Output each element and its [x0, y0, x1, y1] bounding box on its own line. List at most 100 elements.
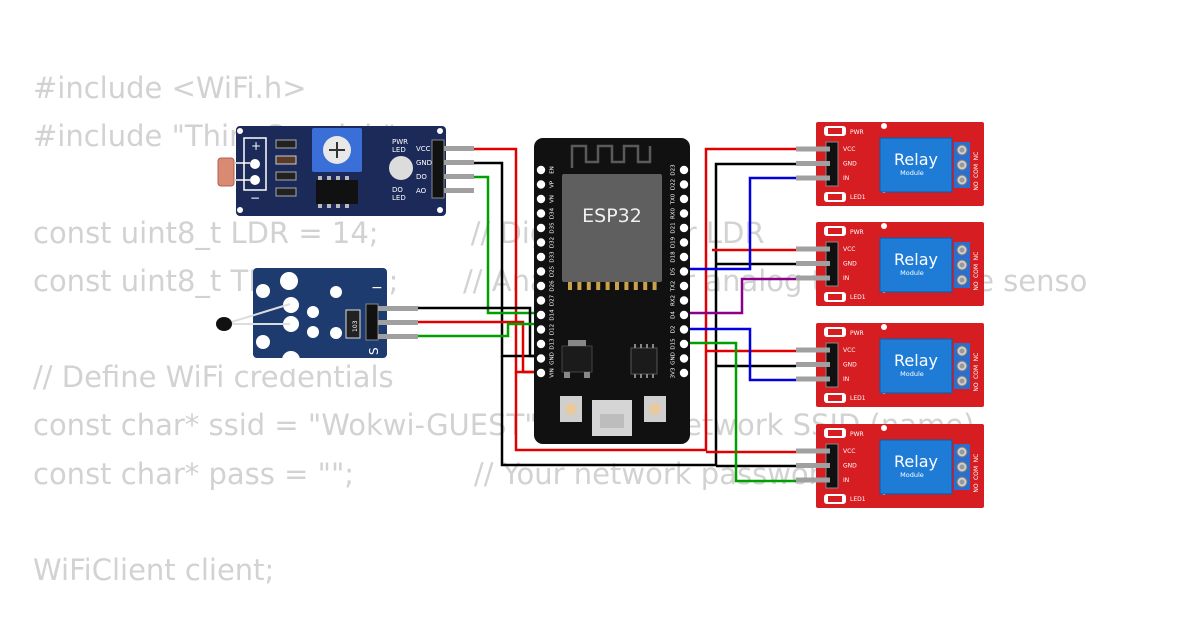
relay-pin-in: IN — [843, 477, 849, 484]
relay-pwr-label: PWR — [850, 431, 864, 438]
relay-terminal-no: NO — [973, 382, 980, 391]
esp32-module — [562, 174, 662, 282]
relay-terminal-no: NO — [973, 181, 980, 190]
esp32-board[interactable]: ESP32 ENVPVND34D35D32D33D25D26D27D14D12D… — [534, 138, 690, 444]
esp32-pin-d14[interactable] — [536, 310, 546, 320]
wire-temp-gnd[interactable] — [418, 306, 540, 358]
esp32-pin-d12[interactable] — [536, 325, 546, 334]
ldr-indicator-led — [389, 156, 413, 180]
esp32-pin-label: D2 — [671, 326, 677, 334]
esp32-pin-3v3[interactable] — [679, 368, 689, 378]
temperature-sensor-module[interactable]: 103 − S — [216, 268, 418, 369]
esp32-pin-vp[interactable] — [536, 180, 546, 189]
relay-pin-gnd: GND — [843, 362, 857, 369]
relay-subtitle: Module — [900, 169, 924, 177]
ldr-pin-do: DO — [416, 173, 427, 181]
esp32-pin-rx2[interactable] — [679, 296, 689, 305]
ldr-mount-hole — [237, 207, 243, 213]
relay-pin-in: IN — [843, 376, 849, 383]
esp32-pin-label: VN — [550, 195, 556, 203]
relay-pin-vcc: VCC — [843, 246, 855, 253]
esp32-pin-d4[interactable] — [679, 310, 689, 320]
wire-relay1-in[interactable] — [684, 176, 796, 271]
relay-terminal-no: NO — [973, 483, 980, 492]
esp32-pin-tx2[interactable] — [679, 281, 689, 291]
ldr-plus-label: + — [251, 139, 261, 153]
ldr-mount-hole — [437, 207, 443, 213]
esp32-pin-label: D21 — [671, 222, 677, 233]
esp32-pin-label: D23 — [671, 164, 677, 176]
code-line: // Define WiFi credentials — [33, 360, 394, 395]
ldr-pin-ao: AO — [416, 187, 427, 195]
esp32-pin-d32[interactable] — [536, 238, 546, 247]
wire-temp-signal[interactable] — [418, 322, 540, 338]
esp32-pin-d35[interactable] — [536, 223, 546, 233]
esp32-pin-d19[interactable] — [679, 238, 689, 247]
wire-ldr-gnd[interactable] — [474, 161, 540, 358]
relay-pin-vcc: VCC — [843, 448, 855, 455]
relay-pin-gnd: GND — [843, 161, 857, 168]
esp32-pin-rx0[interactable] — [679, 209, 689, 218]
esp32-pin-d18[interactable] — [679, 252, 689, 262]
esp32-pin-gnd[interactable] — [679, 354, 689, 363]
esp32-pin-label: RX0 — [671, 207, 677, 219]
ldr-pin-vcc: VCC — [416, 145, 431, 153]
esp32-pin-label: D18 — [671, 251, 677, 263]
wire-relay2-in[interactable] — [684, 277, 796, 315]
esp32-pin-d5[interactable] — [679, 267, 689, 276]
relay-led-label: LED1 — [850, 395, 866, 402]
ldr-minus-label: − — [250, 191, 260, 205]
esp32-pin-d23[interactable] — [679, 165, 689, 175]
esp32-pin-en[interactable] — [536, 165, 546, 175]
relay-body — [879, 137, 953, 193]
esp32-pin-label: TX2 — [671, 281, 677, 293]
relay-pin-in: IN — [843, 275, 849, 282]
esp32-pin-vin[interactable] — [536, 368, 546, 378]
wires — [418, 147, 796, 483]
relay-terminal-com: COM — [973, 365, 980, 379]
esp32-pin-d34[interactable] — [536, 209, 546, 218]
esp32-pin-d27[interactable] — [536, 296, 546, 305]
esp32-pin-d33[interactable] — [536, 252, 546, 262]
esp32-pin-d26[interactable] — [536, 281, 546, 291]
esp32-pin-d25[interactable] — [536, 267, 546, 276]
relay-terminal-com: COM — [973, 466, 980, 480]
esp32-pin-label: TX0 — [671, 193, 677, 205]
esp32-pin-label: D35 — [550, 222, 556, 234]
esp32-pin-d2[interactable] — [679, 325, 689, 334]
esp32-pin-d21[interactable] — [679, 223, 689, 233]
wire-ldr-do[interactable] — [474, 175, 540, 315]
esp32-pin-d13[interactable] — [536, 339, 546, 349]
relay-pwr-label: PWR — [850, 129, 864, 136]
esp32-pin-vn[interactable] — [536, 194, 546, 204]
relay-title: Relay — [894, 150, 938, 169]
relay-pin-gnd: GND — [843, 261, 857, 268]
wire-relay4-in[interactable] — [684, 341, 796, 483]
relay-terminal-no: NO — [973, 281, 980, 290]
relay-title: Relay — [894, 351, 938, 370]
esp32-pin-d15[interactable] — [679, 339, 689, 349]
esp32-pin-d22[interactable] — [679, 180, 689, 189]
antenna-icon — [570, 144, 652, 168]
esp32-pin-tx0[interactable] — [679, 194, 689, 204]
ldr-terminal — [250, 159, 260, 169]
relay-pwr-label: PWR — [850, 229, 864, 236]
wire-relay3-in[interactable] — [684, 327, 796, 382]
relay-pin-vcc: VCC — [843, 146, 855, 153]
esp32-pin-label: D25 — [550, 265, 556, 277]
wire-relay1-vcc[interactable] — [514, 147, 796, 452]
code-line: WiFiClient client; — [33, 553, 275, 587]
relay-body — [879, 439, 953, 495]
temp-minus-label: − — [371, 280, 383, 296]
esp32-pin-label: D34 — [550, 207, 556, 219]
esp32-pin-gnd[interactable] — [536, 354, 546, 363]
wire-temp-vcc[interactable] — [418, 320, 540, 374]
esp32-pin-label: D12 — [550, 324, 556, 335]
relay-terminal-nc: NC — [973, 252, 980, 261]
